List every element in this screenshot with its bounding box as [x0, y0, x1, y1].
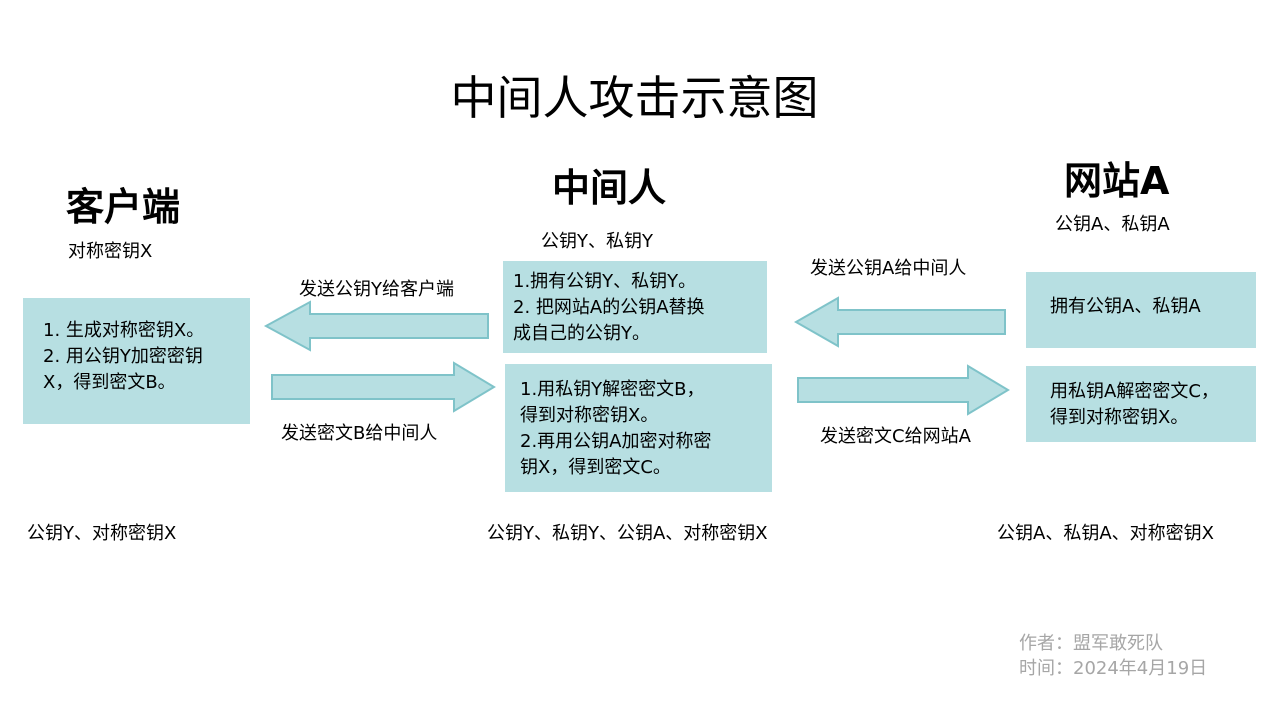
mitm-box-1-line: 1.拥有公钥Y、私钥Y。: [513, 271, 697, 292]
arrow-C-to-site: [797, 364, 1010, 416]
label-send-pubA: 发送公钥A给中间人: [810, 258, 967, 279]
mitm-box-1-line: 2. 把网站A的公钥A替换: [513, 297, 705, 318]
mitm-bottom-keys: 公钥Y、私钥Y、公钥A、对称密钥X: [487, 523, 768, 544]
client-box-line: X，得到密文B。: [43, 372, 176, 393]
client-bottom-keys: 公钥Y、对称密钥X: [27, 523, 177, 544]
mitm-key-label: 公钥Y、私钥Y: [541, 231, 653, 252]
arrow-B-to-mitm: [271, 361, 496, 413]
client-box: 1. 生成对称密钥X。 2. 用公钥Y加密密钥 X，得到密文B。: [23, 298, 250, 424]
arrow-pubA-to-mitm: [793, 296, 1006, 348]
footer-author: 作者：盟军敢死队: [1019, 633, 1163, 654]
page-title: 中间人攻击示意图: [450, 71, 819, 125]
site-box-1: 拥有公钥A、私钥A: [1026, 272, 1256, 348]
mitm-box-2-line: 2.再用公钥A加密对称密: [520, 431, 712, 452]
client-heading: 客户端: [66, 185, 181, 229]
label-send-C: 发送密文C给网站A: [820, 426, 971, 447]
mitm-heading: 中间人: [552, 166, 667, 210]
client-box-line: 2. 用公钥Y加密密钥: [43, 346, 203, 367]
mitm-box-1-line: 成自己的公钥Y。: [513, 323, 650, 344]
footer-date: 时间：2024年4月19日: [1019, 658, 1208, 679]
mitm-box-2-line: 钥X，得到密文C。: [520, 457, 671, 478]
mitm-box-2-line: 1.用私钥Y解密密文B，: [520, 379, 705, 400]
site-bottom-keys: 公钥A、私钥A、对称密钥X: [997, 523, 1214, 544]
site-heading: 网站A: [1064, 159, 1170, 203]
label-send-pubY: 发送公钥Y给客户端: [299, 279, 454, 300]
arrow-pubY-to-client: [263, 300, 489, 352]
site-box-2-line: 用私钥A解密密文C，: [1050, 381, 1219, 402]
site-box-2: 用私钥A解密密文C， 得到对称密钥X。: [1026, 366, 1256, 442]
client-box-line: 1. 生成对称密钥X。: [43, 320, 205, 341]
site-key-label: 公钥A、私钥A: [1055, 214, 1170, 235]
mitm-box-2: 1.用私钥Y解密密文B， 得到对称密钥X。 2.再用公钥A加密对称密 钥X，得到…: [505, 364, 772, 492]
mitm-box-1: 1.拥有公钥Y、私钥Y。 2. 把网站A的公钥A替换 成自己的公钥Y。: [503, 261, 767, 353]
site-box-1-line: 拥有公钥A、私钥A: [1050, 296, 1201, 317]
site-box-2-line: 得到对称密钥X。: [1050, 407, 1189, 428]
mitm-box-2-line: 得到对称密钥X。: [520, 405, 659, 426]
label-send-B: 发送密文B给中间人: [281, 423, 438, 444]
client-key-label: 对称密钥X: [68, 241, 153, 262]
